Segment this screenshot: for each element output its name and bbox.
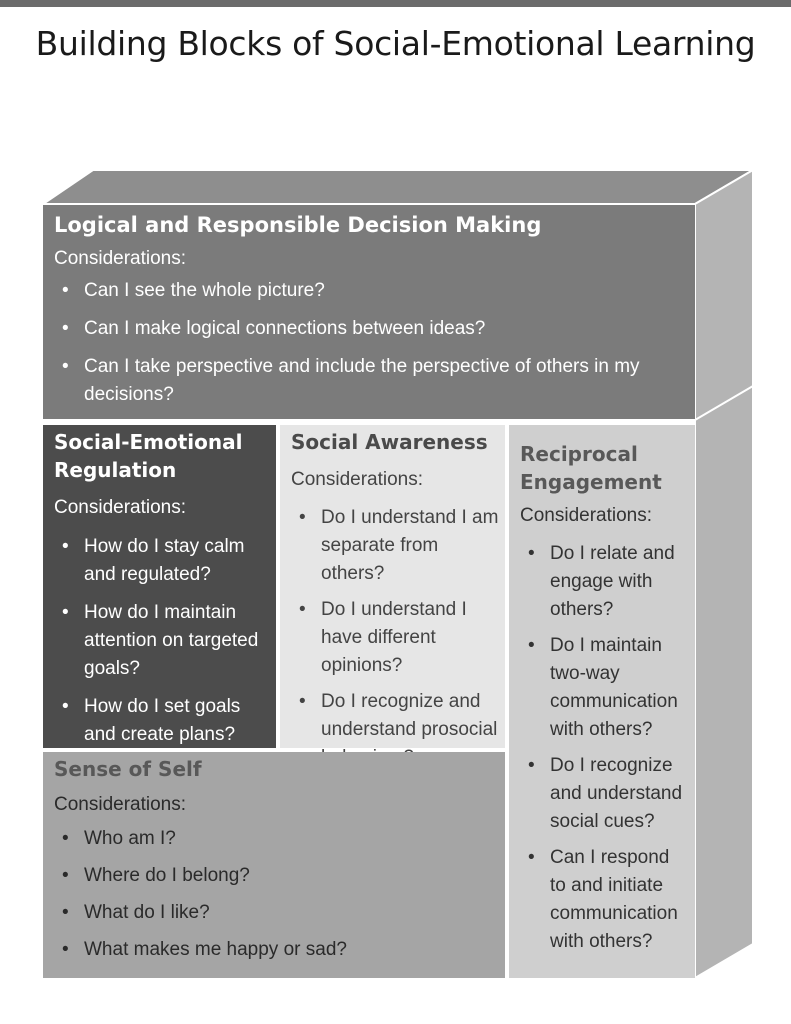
block-heading: Logical and Responsible Decision Making [54,213,542,237]
considerations-label: Considerations: [54,794,187,815]
block-sense-of-self: Sense of Self Considerations: Who am I? … [43,752,505,978]
list-item: What do I like? [54,899,499,927]
block-heading: Reciprocal Engagement [520,442,662,494]
list-item: Can I make logical connections between i… [54,315,683,343]
question-list: Who am I? Where do I belong? What do I l… [54,825,499,964]
block-heading: Social-Emotional Regulation [54,430,243,482]
list-item: Do I understand I have different opinion… [291,596,499,680]
block-logical-decision-making: Logical and Responsible Decision Making … [43,205,695,419]
question-list: Do I relate and engage with others? Do I… [520,540,689,956]
top-border-bar [0,0,791,7]
list-item: Do I relate and engage with others? [520,540,689,624]
page-title: Building Blocks of Social-Emotional Lear… [35,24,756,63]
cube-top-face [39,169,757,205]
cube-right-face-divider [694,385,754,421]
block-social-emotional-regulation: Social-Emotional Regulation Consideratio… [43,425,276,748]
considerations-label: Considerations: [54,497,187,518]
list-item: How do I set goals and create plans? [54,693,270,749]
considerations-label: Considerations: [54,248,187,269]
cube-right-face [694,168,754,980]
block-heading: Sense of Self [54,757,202,781]
list-item: Where do I belong? [54,862,499,890]
question-list: Can I see the whole picture? Can I make … [54,277,683,409]
considerations-label: Considerations: [291,469,424,490]
list-item: Can I take perspective and include the p… [54,353,683,409]
considerations-label: Considerations: [520,505,653,526]
block-heading: Social Awareness [291,430,488,454]
list-item: Can I respond to and initiate communicat… [520,844,689,956]
block-social-awareness: Social Awareness Considerations: Do I un… [280,425,505,768]
list-item: Do I maintain two-way communication with… [520,632,689,744]
list-item: Can I see the whole picture? [54,277,683,305]
list-item: Do I understand I am separate from other… [291,504,499,588]
list-item: How do I stay calm and regulated? [54,533,270,589]
question-list: How do I stay calm and regulated? How do… [54,533,270,749]
list-item: What makes me happy or sad? [54,936,499,964]
question-list: Do I understand I am separate from other… [291,504,499,772]
list-item: Do I recognize and understand social cue… [520,752,689,836]
block-reciprocal-engagement: Reciprocal Engagement Considerations: Do… [509,425,695,978]
list-item: Who am I? [54,825,499,853]
list-item: How do I maintain attention on targeted … [54,599,270,683]
